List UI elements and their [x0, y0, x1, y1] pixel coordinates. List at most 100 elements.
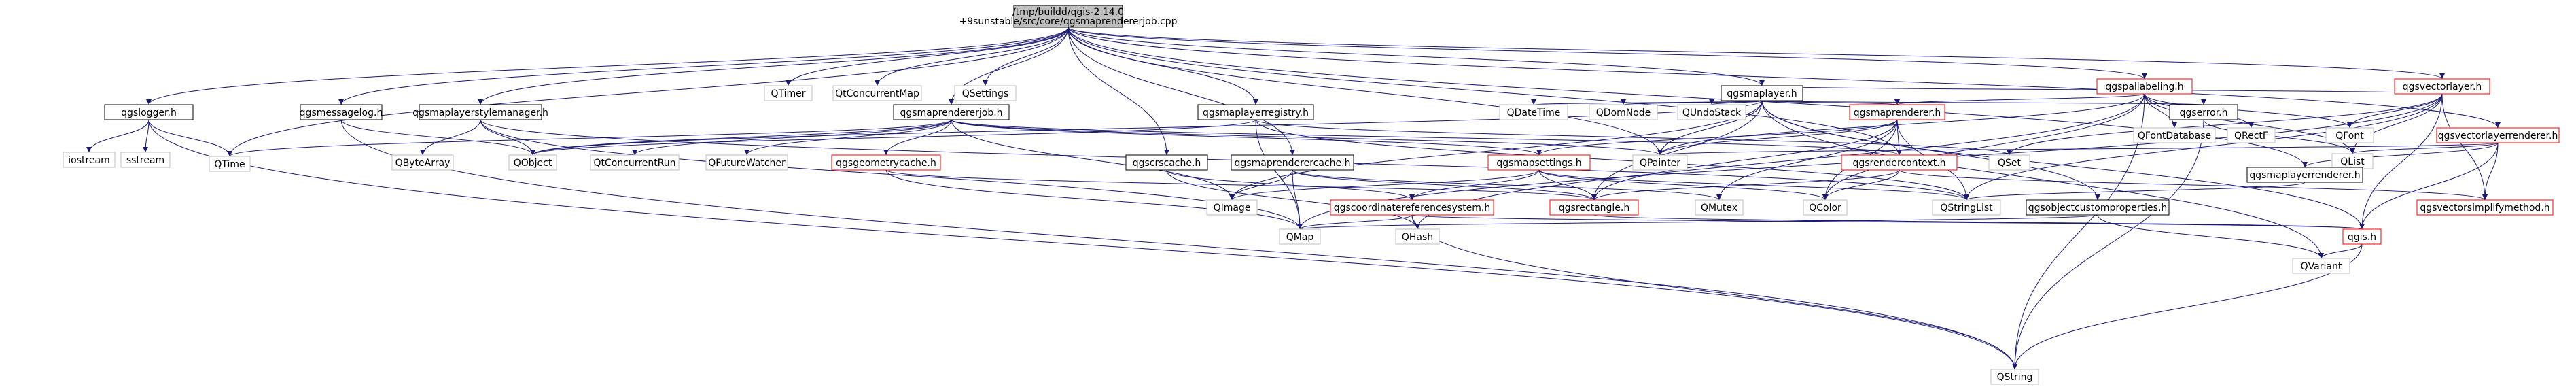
edge-qgsmaplayerstylemanager-QStringList — [480, 119, 1969, 201]
node-qgsvectorsimplifymethod[interactable]: qgsvectorsimplifymethod.h — [2416, 199, 2554, 216]
edge-qgsmaprenderer-qgsrectangle — [1591, 119, 1898, 201]
edge-qgsmaplayer-qgsmaprenderer — [1761, 99, 1900, 105]
node-QFont: QFont — [2325, 127, 2374, 143]
edge-qgsmaprendererjob-QPainter — [951, 119, 1663, 156]
node-label: qgsrectangle.h — [1559, 203, 1629, 214]
node-label: QImage — [1214, 203, 1251, 214]
node-label: qgsmessagelog.h — [300, 107, 383, 118]
edge-qgsmapsettings-QColor — [1538, 169, 1828, 201]
node-QVariant: QVariant — [2292, 258, 2350, 274]
edge-qgscrscache-QHash — [1166, 169, 1420, 230]
edge-qgsmaplayer-qgserror — [1761, 99, 2206, 105]
edge-qgsmaprenderer-qgsmapsettings — [1536, 119, 1898, 156]
edge-qgsmaplayerregistry-QSet — [1255, 119, 2012, 156]
edge-qgsvectorlayerrenderer-qgis — [2359, 142, 2499, 230]
node-label: QVariant — [2301, 261, 2342, 272]
edge-qgsmaplayer-QObject — [530, 100, 1763, 156]
edge-qgslogger-sstream — [143, 119, 149, 153]
node-label: QtConcurrentRun — [593, 158, 675, 169]
edge-qgspallabeling-QPainter — [1657, 93, 2145, 156]
edge-qgsmaplayer-QVariant — [1761, 100, 2324, 259]
node-qgsvectorlayerrenderer[interactable]: qgsvectorlayerrenderer.h — [2436, 127, 2560, 143]
edge-qgsvectorlayerrenderer-qgsmaplayerrenderer — [2302, 142, 2499, 168]
node-label: qgis.h — [2348, 232, 2376, 243]
node-label: QFutureWatcher — [708, 158, 786, 169]
node-qgsmaplayerstylemanager[interactable]: qgsmaplayerstylemanager.h — [412, 104, 548, 120]
edge-qgspallabeling-QColor — [1822, 93, 2145, 201]
node-qgsmaplayerregistry[interactable]: qgsmaplayerregistry.h — [1197, 104, 1314, 120]
edge-qgsmaplayerstylemanager-QMap — [480, 119, 1303, 230]
edge-qgsmaplayer-qgsrectangle — [1591, 100, 1763, 201]
node-root[interactable]: /tmp/buildd/qgis-2.14.0+9sunstable/src/c… — [959, 5, 1178, 28]
edge-root-QPainter — [1068, 27, 1663, 156]
edge-root-qgslogger — [146, 27, 1069, 105]
node-qgslogger[interactable]: qgslogger.h — [104, 104, 194, 120]
node-label: qgsvectorsimplifymethod.h — [2420, 203, 2549, 214]
node-qgsmessagelog[interactable]: qgsmessagelog.h — [300, 104, 383, 120]
node-qgsrendercontext[interactable]: qgsrendercontext.h — [1841, 154, 1958, 171]
edge-qgsmaplayer-QDomNode — [1621, 99, 1763, 105]
node-qgsmaprenderer[interactable]: qgsmaprenderer.h — [1849, 104, 1945, 120]
node-qgscoordinatereferencesystem[interactable]: qgscoordinatereferencesystem.h — [1330, 199, 1494, 216]
edge-qgslogger-iostream — [86, 119, 149, 153]
edge-root-qgsmaplayerstylemanager — [478, 27, 1069, 105]
edge-qgscoordinatereferencesystem-qgis — [1411, 214, 2364, 230]
edge-root-QtConcurrentMap — [875, 27, 1069, 86]
node-qgsgeometrycache[interactable]: qgsgeometrycache.h — [831, 154, 941, 171]
node-qgsvectorlayer[interactable]: qgsvectorlayer.h — [2394, 78, 2490, 95]
edge-qgspallabeling-QFont — [2144, 93, 2352, 129]
node-QDateTime: QDateTime — [1499, 104, 1568, 120]
edge-qgsmaprendererjob-QObject — [530, 119, 952, 156]
edge-qgserror-QString — [2012, 119, 2204, 370]
edge-root-qgsvectorlayer — [1068, 27, 2445, 80]
edge-qgsrectangle-qgis — [1593, 214, 2365, 230]
node-QUndoStack: QUndoStack — [1677, 104, 1746, 120]
edge-qgis-QVariant — [2318, 243, 2363, 259]
node-QDomNode: QDomNode — [1589, 104, 1658, 120]
edge-qgsmaprendererjob-QFutureWatcher — [744, 119, 952, 156]
node-qgis[interactable]: qgis.h — [2342, 228, 2382, 245]
node-QTimer: QTimer — [764, 85, 813, 101]
edge-qgsmaprendererjob-qgsmapsettings — [951, 119, 1542, 156]
edge-qgsmaplayerregistry-QObject — [530, 119, 1256, 156]
node-sstream: sstream — [120, 152, 171, 168]
node-label: QMap — [1286, 232, 1314, 243]
node-qgsmaplayerrenderer[interactable]: qgsmaplayerrenderer.h — [2246, 167, 2363, 183]
edge-root-qgsvectorlayerrenderer — [1068, 27, 2501, 129]
node-qgserror[interactable]: qgserror.h — [2169, 104, 2238, 120]
edge-root-qgscrscache — [1068, 27, 1169, 156]
edge-qgsobjectcustomproperties-QMap — [1297, 214, 2098, 230]
node-QByteArray: QByteArray — [391, 154, 454, 171]
node-label: QByteArray — [395, 158, 451, 169]
edge-qgsvectorlayerrenderer-qgsvectorsimplifymethod — [2482, 142, 2499, 201]
edge-qgsmaplayerregistry-QStringList — [1255, 119, 1969, 201]
edge-qgsvectorlayer-qgis — [2359, 93, 2443, 230]
node-label: qgsrendercontext.h — [1852, 158, 1945, 169]
node-label: qgsmaprenderer.h — [1854, 107, 1941, 118]
node-qgsrectangle[interactable]: qgsrectangle.h — [1549, 199, 1639, 216]
edge-qgsvectorlayer-QSet — [2007, 93, 2443, 156]
node-label: QFont — [2335, 131, 2364, 141]
edge-qgsvectorlayer-QStringList — [1964, 93, 2443, 201]
node-label: QPainter — [1640, 158, 1680, 169]
node-QSettings: QSettings — [954, 85, 1017, 101]
node-label: qgsmapsettings.h — [1496, 158, 1581, 169]
node-label: QSettings — [962, 88, 1008, 99]
node-qgsmaprenderercache[interactable]: qgsmaprenderercache.h — [1231, 154, 1354, 171]
node-label: qgsmaplayer.h — [1727, 88, 1797, 99]
node-qgsmaprendererjob[interactable]: qgsmaprendererjob.h — [893, 104, 1010, 120]
node-qgsobjectcustomproperties[interactable]: qgsobjectcustomproperties.h — [2026, 199, 2170, 216]
node-label: +9sunstable/src/core/qgsmaprendererjob.c… — [959, 16, 1177, 27]
node-qgscrscache[interactable]: qgscrscache.h — [1125, 154, 1208, 171]
node-QTime: QTime — [209, 156, 251, 172]
node-label: QDomNode — [1596, 107, 1651, 118]
node-qgspallabeling[interactable]: qgspallabeling.h — [2096, 78, 2193, 95]
edge-root-qgspallabeling — [1068, 27, 2147, 80]
edge-qgsmaprendererjob-QTime — [227, 119, 952, 157]
node-label: QUndoStack — [1682, 107, 1742, 118]
node-qgsmaplayer[interactable]: qgsmaplayer.h — [1721, 85, 1803, 101]
edge-qgsobjectcustomproperties-QVariant — [2097, 214, 2324, 259]
node-qgsmapsettings[interactable]: qgsmapsettings.h — [1487, 154, 1591, 171]
node-QObject: QObject — [508, 154, 557, 171]
edge-root-qgsmessagelog — [338, 27, 1069, 105]
